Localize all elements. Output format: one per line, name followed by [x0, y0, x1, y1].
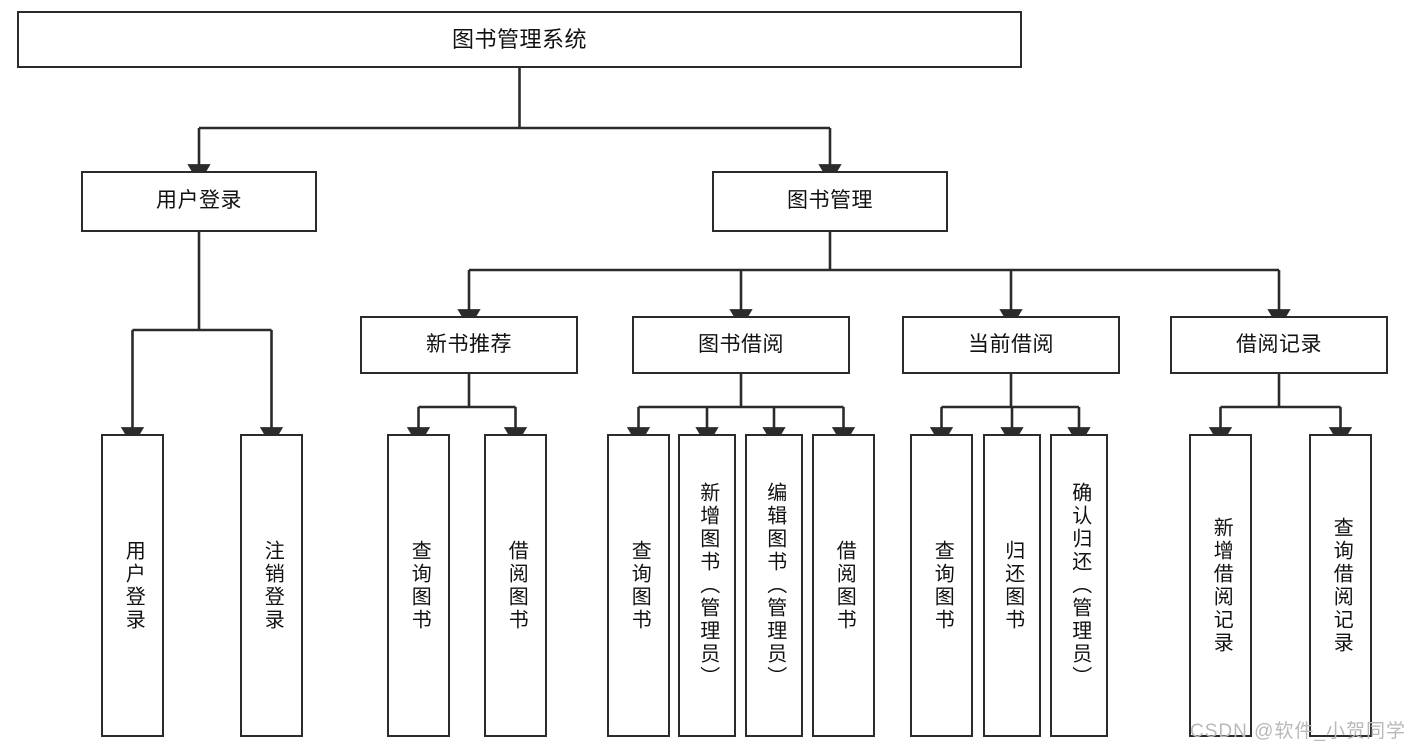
node-label: 查询图书 — [408, 539, 431, 632]
node-label: 当前借阅 — [968, 332, 1054, 356]
node-label: 用户登录 — [156, 189, 242, 213]
node-leaf-borrow-book-2: 借阅图书 — [812, 434, 875, 737]
node-book-borrow: 图书借阅 — [632, 316, 850, 374]
node-user-login: 用户登录 — [81, 171, 317, 232]
node-current-borrow: 当前借阅 — [902, 316, 1120, 374]
node-label: 图书管理系统 — [451, 26, 587, 52]
node-label: 查询图书 — [628, 539, 651, 632]
node-label: 新增图书（管理员） — [696, 482, 719, 689]
node-label: 确认归还（管理员） — [1068, 482, 1091, 689]
node-leaf-add-book: 新增图书（管理员） — [678, 434, 736, 737]
node-borrow-record: 借阅记录 — [1170, 316, 1388, 374]
node-book-manage: 图书管理 — [712, 171, 948, 232]
node-leaf-user-login: 用户登录 — [101, 434, 164, 737]
node-leaf-borrow-book-1: 借阅图书 — [484, 434, 547, 737]
node-leaf-add-record: 新增借阅记录 — [1189, 434, 1252, 737]
node-leaf-logout: 注销登录 — [240, 434, 303, 737]
node-leaf-return-book: 归还图书 — [983, 434, 1041, 737]
node-label: 查询借阅记录 — [1330, 516, 1353, 655]
node-label: 借阅记录 — [1236, 332, 1322, 356]
node-label: 图书管理 — [787, 189, 873, 213]
node-leaf-query-book-1: 查询图书 — [387, 434, 450, 737]
node-label: 图书借阅 — [698, 332, 784, 356]
node-label: 归还图书 — [1001, 539, 1024, 632]
node-label: 查询图书 — [931, 539, 954, 632]
node-label: 注销登录 — [261, 539, 284, 632]
node-new-book-rec: 新书推荐 — [360, 316, 578, 374]
node-leaf-query-book-2: 查询图书 — [607, 434, 670, 737]
csdn-watermark: CSDN @软件_小贺同学 — [1190, 721, 1405, 742]
node-label: 编辑图书（管理员） — [763, 482, 786, 689]
node-root: 图书管理系统 — [17, 11, 1022, 68]
node-leaf-query-record: 查询借阅记录 — [1309, 434, 1372, 737]
node-leaf-edit-book: 编辑图书（管理员） — [745, 434, 803, 737]
node-label: 用户登录 — [122, 539, 145, 632]
node-label: 新书推荐 — [426, 332, 512, 356]
node-label: 借阅图书 — [833, 539, 856, 632]
node-leaf-confirm-return: 确认归还（管理员） — [1050, 434, 1108, 737]
node-label: 借阅图书 — [505, 539, 528, 632]
node-leaf-query-book-3: 查询图书 — [910, 434, 973, 737]
node-label: 新增借阅记录 — [1210, 516, 1233, 655]
